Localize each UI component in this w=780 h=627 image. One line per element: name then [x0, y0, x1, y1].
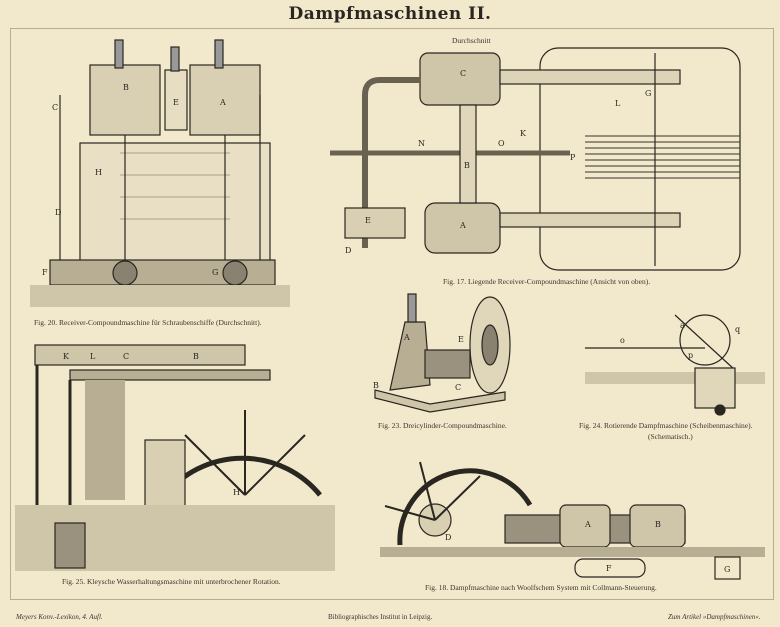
- fig25-drawing: [15, 344, 335, 571]
- fig24-drawing: [585, 314, 765, 416]
- fig24-label: q: [735, 325, 740, 334]
- fig20-label: B: [123, 83, 129, 92]
- fig25-labels: K L C B H: [63, 352, 240, 497]
- fig17-label: C: [460, 69, 466, 78]
- plate-title: Dampfmaschinen II.: [288, 4, 492, 24]
- footer-article-ref: Zum Artikel »Dampfmaschinen«.: [668, 613, 761, 621]
- fig24-label: a: [680, 321, 685, 330]
- fig25-caption: Fig. 25. Kleysche Wasserhaltungsmaschine…: [62, 577, 281, 586]
- fig23-drawing: [374, 293, 511, 413]
- fig17-label: E: [365, 216, 371, 225]
- fig20-label: E: [173, 98, 179, 107]
- fig18-label: F: [606, 564, 612, 573]
- fig17-label: G: [645, 89, 651, 98]
- fig23-label: E: [458, 335, 464, 344]
- footer-publisher: Bibliographisches Institut in Leipzig.: [328, 613, 433, 621]
- fig25-label: B: [193, 352, 199, 361]
- fig20-label: F: [42, 268, 48, 277]
- fig20-caption: Fig. 20. Receiver-Compoundmaschine für S…: [34, 318, 262, 327]
- fig23-labels: A E B C: [373, 333, 464, 392]
- fig18-label: B: [655, 520, 661, 529]
- fig17-label: N: [418, 139, 425, 148]
- fig24-labels: a p q o: [620, 321, 740, 360]
- fig18-label: G: [724, 565, 730, 574]
- fig20-label: D: [55, 208, 61, 217]
- fig17-label: D: [345, 246, 351, 255]
- fig25-label: H: [233, 488, 240, 497]
- fig20-label: G: [212, 268, 218, 277]
- fig25-label: K: [63, 352, 70, 361]
- fig17-drawing: [330, 47, 741, 271]
- fig24-caption: Fig. 24. Rotierende Dampfmaschine (Schei…: [579, 421, 753, 430]
- fig18-labels: D A B F G: [445, 520, 730, 574]
- fig18-label: D: [445, 533, 451, 542]
- fig20-label: H: [95, 168, 102, 177]
- fig18-drawing: [380, 461, 765, 580]
- plate-border: [10, 28, 774, 600]
- fig20-label: C: [52, 103, 58, 112]
- fig17-label: L: [615, 99, 621, 108]
- fig20-labels: B E A C H D F G: [42, 83, 226, 277]
- fig25-label: L: [90, 352, 96, 361]
- fig24-caption-note: (Schematisch.): [648, 432, 693, 441]
- fig17-heading: Durchschnitt: [452, 36, 491, 45]
- fig17-caption: Fig. 17. Liegende Receiver-Compoundmasch…: [443, 277, 651, 286]
- fig17-label: O: [498, 139, 505, 148]
- fig18-label: A: [584, 520, 591, 529]
- fig23-caption: Fig. 23. Dreicylinder-Compoundmaschine.: [378, 421, 507, 430]
- fig17-label: P: [570, 153, 576, 162]
- fig23-label: C: [455, 383, 461, 392]
- fig18-caption: Fig. 18. Dampfmaschine nach Woolfschem S…: [425, 583, 657, 592]
- fig17-label: K: [520, 129, 527, 138]
- fig17-label: B: [464, 161, 470, 170]
- fig24-label: o: [620, 336, 625, 345]
- fig23-label: A: [403, 333, 410, 342]
- fig17-label: A: [459, 221, 466, 230]
- fig24-label: p: [688, 351, 693, 360]
- fig20-label: A: [219, 98, 226, 107]
- fig20-drawing: [30, 39, 290, 307]
- fig17-labels: C L G N O B K A E D P: [345, 69, 651, 255]
- footer-publication: Meyers Konv.-Lexikon, 4. Aufl.: [16, 613, 103, 621]
- fig25-label: C: [123, 352, 129, 361]
- fig23-label: B: [373, 381, 379, 390]
